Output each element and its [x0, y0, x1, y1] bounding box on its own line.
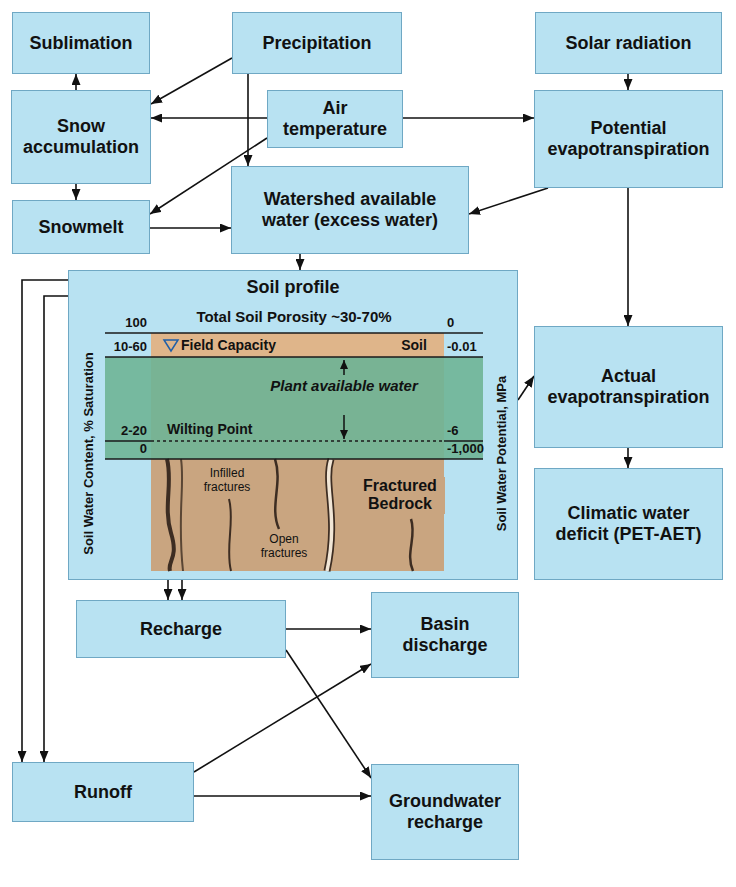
process-box: Solar radiation	[535, 12, 722, 74]
process-box: Snow accumulation	[11, 90, 151, 184]
diagram-label: Total Soil Porosity ~30-70%	[149, 308, 439, 325]
panel-title: Soil profile	[246, 277, 339, 298]
flow-arrow	[299, 254, 301, 270]
diagram-label: -0.01	[447, 340, 493, 355]
flow-arrow	[518, 376, 534, 400]
axis-label: Soil Water Content, % Saturation	[82, 328, 97, 578]
process-box: Climatic water deficit (PET-AET)	[534, 468, 723, 580]
process-box: Actual evapotranspiration	[534, 326, 723, 448]
diagram-label: 10-60	[99, 340, 147, 355]
level-line	[105, 356, 483, 358]
level-line	[105, 332, 483, 334]
flow-arrow	[627, 188, 629, 326]
box-label: Runoff	[74, 782, 132, 803]
process-box: Air temperature	[267, 90, 403, 148]
wilting-line	[151, 440, 444, 442]
flow-arrow	[247, 74, 249, 166]
flow-arrow	[286, 628, 371, 630]
box-label: Sublimation	[30, 33, 133, 54]
flow-arrow	[286, 650, 371, 778]
process-box: Snowmelt	[12, 200, 150, 254]
flow-arrow	[627, 448, 629, 468]
range-arrow	[343, 415, 345, 439]
box-label: Solar radiation	[565, 33, 691, 54]
diagram-label: Plant available water	[269, 377, 419, 394]
flow-arrow	[151, 58, 232, 104]
box-label: Recharge	[140, 619, 222, 640]
box-label: Potential evapotranspiration	[543, 118, 714, 159]
flow-arrow	[194, 664, 371, 772]
process-box: Potential evapotranspiration	[534, 90, 723, 188]
box-label: Precipitation	[262, 33, 371, 54]
process-box: Watershed available water (excess water)	[231, 166, 469, 254]
range-arrow	[343, 360, 345, 375]
flow-arrow	[627, 74, 629, 90]
box-label: Snow accumulation	[20, 116, 142, 157]
box-label: Actual evapotranspiration	[543, 366, 714, 407]
infilled-fracture	[167, 459, 174, 571]
box-label: Air temperature	[276, 98, 394, 139]
infilled-fracture	[181, 459, 183, 571]
process-box: Groundwater recharge	[371, 764, 519, 860]
process-box: Runoff	[12, 762, 194, 822]
diagram-label: Soil	[389, 337, 439, 353]
flow-arrow	[44, 296, 68, 762]
soil-layer	[151, 333, 444, 357]
diagram-label: Infilled fractures	[189, 467, 265, 495]
diagram-label: Wilting Point	[167, 421, 297, 437]
flow-arrow	[151, 117, 267, 119]
diagram-label: Open fractures	[243, 533, 325, 561]
level-line	[105, 458, 483, 460]
open-fracture	[327, 459, 332, 571]
diagram-label: Field Capacity	[181, 337, 331, 353]
flow-arrow	[469, 188, 548, 214]
flow-arrow	[22, 280, 68, 762]
flow-arrow	[150, 227, 231, 229]
diagram-label: -1,000	[447, 442, 493, 457]
diagram-label: 0	[99, 442, 147, 457]
water-table-symbol	[164, 340, 178, 351]
plant-available-band	[105, 357, 483, 459]
diagram-label: 2-20	[99, 424, 147, 439]
box-label: Basin discharge	[380, 614, 510, 655]
box-label: Groundwater recharge	[380, 791, 510, 832]
diagram-label: 0	[447, 316, 493, 331]
process-box: Basin discharge	[371, 592, 519, 678]
flow-arrow	[75, 74, 77, 90]
process-box: Recharge	[76, 600, 286, 658]
fracture	[410, 519, 413, 571]
box-label: Snowmelt	[38, 217, 123, 238]
box-label: Climatic water deficit (PET-AET)	[543, 503, 714, 544]
flow-arrow	[167, 580, 169, 600]
process-box: Precipitation	[232, 12, 402, 74]
fracture	[229, 499, 231, 571]
open-fracture	[327, 459, 332, 571]
process-box: Sublimation	[12, 12, 150, 74]
flow-arrow	[75, 184, 77, 200]
flow-arrow	[194, 795, 371, 797]
soil-profile-panel: Soil profileTotal Soil Porosity ~30-70% S…	[68, 270, 518, 580]
diagram-label: -6	[447, 424, 493, 439]
flow-arrow	[403, 117, 534, 119]
flow-arrow	[181, 580, 183, 600]
axis-label: Soil Water Potential, MPa	[495, 328, 510, 578]
fracture	[275, 459, 279, 529]
diagram-label: 100	[99, 316, 147, 331]
box-label: Watershed available water (excess water)	[240, 189, 460, 230]
diagram-label: Fractured Bedrock	[355, 477, 445, 514]
